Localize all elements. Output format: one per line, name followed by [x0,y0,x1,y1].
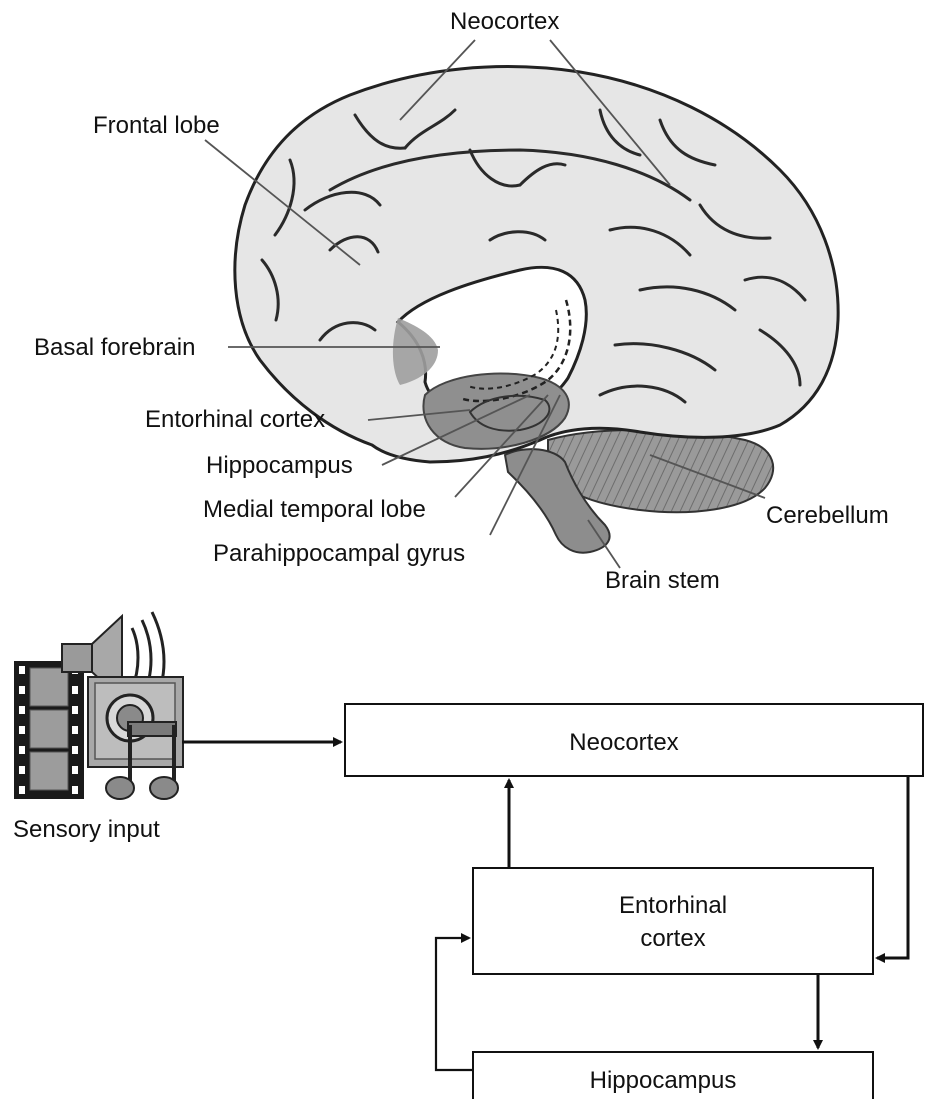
sensory-icons: Sensory input [13,612,183,843]
box-entorhinal-label-line1: Entorhinal [619,892,727,919]
film-strip-icon [14,661,84,799]
box-neocortex-label: Neocortex [569,729,678,756]
label-brain-stem: Brain stem [605,567,720,594]
label-entorhinal-cortex: Entorhinal cortex [145,406,325,433]
box-entorhinal-label-line2: cortex [640,925,705,952]
box-hippocampus-label: Hippocampus [590,1067,737,1094]
label-cerebellum: Cerebellum [766,502,889,529]
arrow-neocortex-to-entorhinal [877,776,908,958]
brain-illustration: Neocortex Frontal lobe Basal forebrain E… [34,8,889,594]
label-parahippocampal-gyrus: Parahippocampal gyrus [213,540,465,567]
label-basal-forebrain: Basal forebrain [34,334,195,361]
label-frontal-lobe: Frontal lobe [93,112,220,139]
arrow-hippocampus-to-entorhinal [436,938,473,1070]
label-hippocampus: Hippocampus [206,452,353,479]
label-neocortex: Neocortex [450,8,559,35]
label-sensory-input: Sensory input [13,816,160,843]
box-entorhinal-cortex [473,868,873,974]
label-medial-temporal-lobe: Medial temporal lobe [203,496,426,523]
flow-diagram: Neocortex Entorhinal cortex Hippocampus [182,704,923,1099]
